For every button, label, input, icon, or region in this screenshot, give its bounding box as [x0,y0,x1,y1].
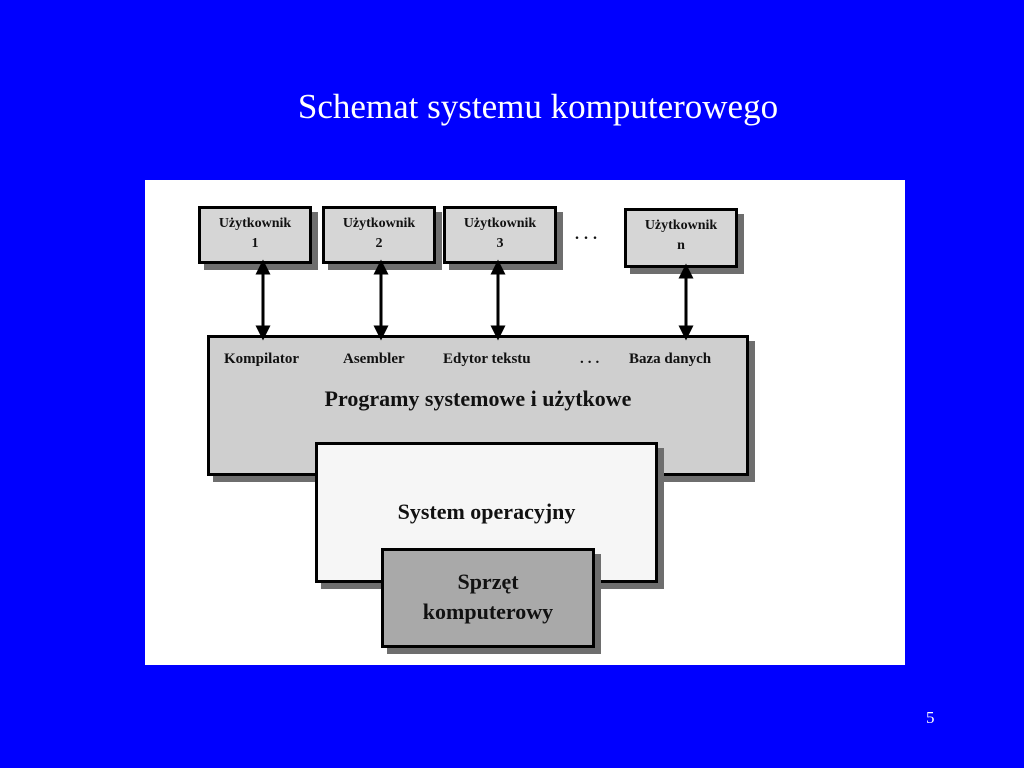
program-item: ... [580,351,604,367]
page-number: 5 [926,708,935,727]
slide-title: Schemat systemu komputerowego [297,87,779,126]
user-index: 1 [251,236,259,251]
diagram-panel: Użytkownik 1 Użytkownik 2 Użytkownik 3 .… [145,180,905,665]
user-index: 2 [375,236,383,251]
user-index: n [677,238,685,253]
program-item: Kompilator [224,351,299,367]
user-label: Użytkownik [644,218,718,233]
hardware-box: Sprzęt komputerowy [381,548,595,648]
user-box-2: Użytkownik 2 [322,206,436,264]
user-box-1: Użytkownik 1 [198,206,312,264]
user-box-3: Użytkownik 3 [443,206,557,264]
user-index: 3 [496,236,504,251]
operating-system-label: System operacyjny [397,499,576,524]
user-label: Użytkownik [463,216,537,231]
users-ellipsis: ... [575,226,602,243]
user-box-n: Użytkownik n [624,208,738,268]
programs-caption: Programy systemowe i użytkowe [324,386,632,411]
hardware-label-line1: Sprzęt [457,569,519,594]
program-item: Asembler [343,351,405,367]
programs-box: Kompilator Asembler Edytor tekstu ... Ba… [207,335,749,476]
program-item: Edytor tekstu [443,351,531,367]
hardware-label-line2: komputerowy [422,599,554,624]
program-item: Baza danych [629,351,712,367]
user-label: Użytkownik [342,216,416,231]
user-label: Użytkownik [218,216,292,231]
